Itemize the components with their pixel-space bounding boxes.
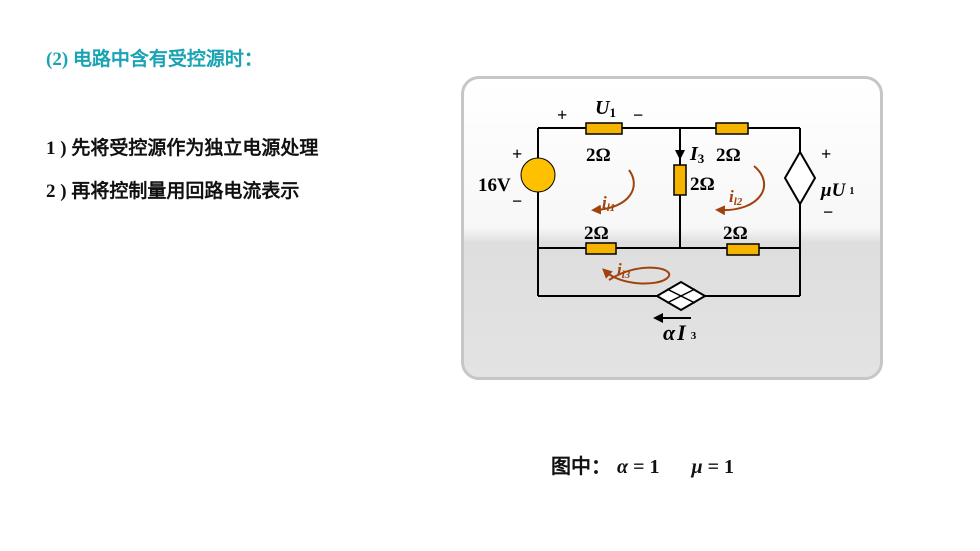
loop-label-3: il3: [617, 260, 631, 281]
step-2: 2 ) 再将控制量用回路电流表示: [46, 181, 300, 202]
source-voltage-label: 16V: [478, 175, 511, 196]
r2-value: 2Ω: [716, 145, 741, 166]
resistor-u1: [585, 122, 623, 135]
loop-label-1: il1: [602, 193, 615, 214]
caption-prefix: 图中：: [551, 456, 611, 478]
mu-value: = 1: [702, 456, 735, 478]
u1-minus: −: [633, 105, 643, 125]
mu-symbol: μ: [691, 456, 703, 478]
source-plus: +: [512, 144, 522, 164]
rmid-value: 2Ω: [690, 174, 715, 195]
source-minus: −: [512, 191, 522, 211]
dep-plus: +: [821, 144, 831, 164]
alpha-value: = 1: [628, 456, 660, 478]
r3-value: 2Ω: [584, 223, 609, 244]
wires: [537, 127, 801, 297]
circuit-panel: [461, 76, 883, 380]
step-1: 1 ) 先将受控源作为独立电源处理: [46, 138, 319, 159]
u1-plus: +: [557, 105, 567, 125]
resistor-top-right: [715, 122, 749, 135]
i3-label: I3: [689, 143, 705, 166]
loop-label-2: il2: [729, 187, 743, 208]
dep-minus: −: [823, 202, 833, 222]
alpha-symbol: α: [617, 456, 629, 478]
r4-value: 2Ω: [723, 223, 748, 244]
resistor-bottom-right: [726, 243, 760, 256]
dependent-voltage-source: [783, 149, 817, 207]
section-heading: (2) 电路中含有受控源时：: [46, 49, 263, 70]
loop-arrow-1: [591, 169, 635, 215]
voltage-source: [520, 157, 556, 193]
u1-label: U1: [595, 97, 616, 120]
r1-value: 2Ω: [586, 145, 611, 166]
loop-arrow-3: [602, 266, 670, 285]
resistor-middle: [673, 164, 687, 196]
loop-arrow-2: [715, 165, 765, 216]
resistor-bottom-left: [585, 242, 617, 255]
